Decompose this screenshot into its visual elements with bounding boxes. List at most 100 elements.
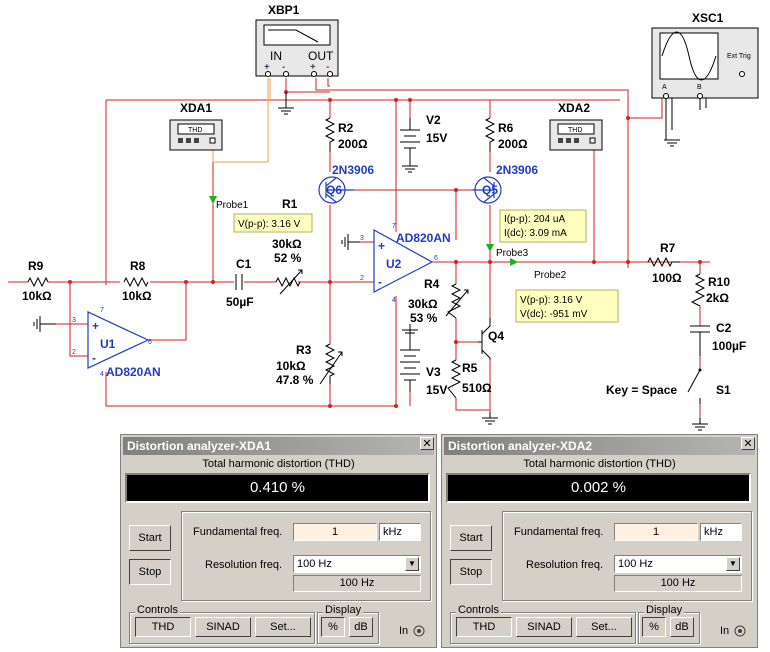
xbp1-bode-plotter[interactable]: XBP1 IN OUT + - + - bbox=[255, 3, 339, 77]
svg-text:50µF: 50µF bbox=[226, 295, 254, 309]
resistor-r5[interactable]: R5 510Ω bbox=[447, 359, 492, 399]
svg-text:2kΩ: 2kΩ bbox=[706, 291, 729, 305]
svg-text:3: 3 bbox=[72, 317, 76, 324]
probe3[interactable]: Probe3 I(p-p): 204 uA I(dc): 3.09 mA bbox=[486, 209, 587, 259]
fundamental-freq-input[interactable]: 1 bbox=[614, 523, 698, 541]
svg-text:15V: 15V bbox=[426, 383, 447, 397]
probe2[interactable]: Probe2 V(p-p): 3.16 V V(dc): -951 mV bbox=[510, 258, 619, 323]
percent-button[interactable]: % bbox=[642, 617, 666, 637]
resistor-r2[interactable]: R2 200Ω bbox=[324, 117, 368, 152]
svg-text:6: 6 bbox=[148, 339, 152, 346]
resistor-r9[interactable]: R9 10kΩ bbox=[22, 259, 52, 303]
svg-text:510Ω: 510Ω bbox=[462, 381, 492, 395]
ground-symbol bbox=[341, 234, 360, 250]
display-label: Display bbox=[323, 604, 364, 616]
resolution-freq-label: Resolution freq. bbox=[526, 559, 604, 571]
svg-text:4: 4 bbox=[392, 297, 396, 304]
stop-button[interactable]: Stop bbox=[129, 559, 171, 585]
resolution-freq-select[interactable]: 100 Hz ▼ bbox=[293, 555, 421, 573]
svg-text:53 %: 53 % bbox=[410, 311, 438, 325]
input-terminal-icon[interactable] bbox=[734, 625, 746, 637]
capacitor-c2[interactable]: C2 100µF bbox=[690, 321, 746, 356]
transistor-q4[interactable]: Q4 bbox=[478, 318, 504, 360]
fundamental-unit-select[interactable]: kHz bbox=[379, 523, 421, 541]
battery-v2[interactable]: V2 15V bbox=[400, 113, 447, 173]
svg-text:R10: R10 bbox=[708, 275, 730, 289]
transistor-q6[interactable]: 2N3906 Q6 bbox=[318, 163, 374, 204]
wires bbox=[8, 78, 710, 418]
start-button[interactable]: Start bbox=[129, 525, 171, 551]
svg-text:2: 2 bbox=[360, 275, 364, 282]
ground-symbol bbox=[402, 324, 418, 334]
thd-button[interactable]: THD bbox=[135, 617, 191, 637]
set-button[interactable]: Set... bbox=[255, 617, 311, 637]
svg-text:-: - bbox=[378, 275, 382, 289]
transistor-q5[interactable]: 2N3906 Q5 bbox=[472, 163, 538, 204]
probe1[interactable]: Probe1 V(p-p): 3.16 V bbox=[209, 196, 313, 233]
battery-v3[interactable]: V3 15V bbox=[400, 330, 447, 397]
xda1-instrument[interactable]: XDA1 THD bbox=[169, 101, 223, 151]
fundamental-freq-input[interactable]: 1 bbox=[293, 523, 377, 541]
db-button[interactable]: dB bbox=[349, 617, 373, 637]
svg-text:100µF: 100µF bbox=[712, 339, 746, 353]
svg-text:7: 7 bbox=[100, 307, 104, 314]
potentiometer-r4[interactable]: R4 30kΩ 53 % bbox=[408, 277, 469, 325]
svg-text:52 %: 52 % bbox=[274, 251, 302, 265]
thd-caption: Total harmonic distortion (THD) bbox=[202, 458, 355, 470]
svg-text:100Ω: 100Ω bbox=[652, 271, 682, 285]
chevron-down-icon[interactable]: ▼ bbox=[405, 557, 419, 571]
opamp-u1[interactable]: + - U1 3 2 6 7 4 AD820AN bbox=[72, 307, 161, 379]
svg-text:47.8 %: 47.8 % bbox=[276, 373, 314, 387]
sinad-button[interactable]: SINAD bbox=[195, 617, 251, 637]
close-button[interactable]: ✕ bbox=[741, 437, 755, 450]
resolution-freq-label: Resolution freq. bbox=[205, 559, 283, 571]
svg-text:V(dc): -951 mV: V(dc): -951 mV bbox=[520, 309, 588, 320]
percent-button[interactable]: % bbox=[321, 617, 345, 637]
svg-text:200Ω: 200Ω bbox=[338, 137, 368, 151]
xsc1-oscilloscope[interactable]: XSC1 Ext Trig A B bbox=[651, 11, 759, 99]
resistor-r8[interactable]: R8 10kΩ bbox=[122, 259, 152, 303]
capacitor-c1[interactable]: C1 50µF bbox=[226, 257, 254, 309]
fundamental-freq-label: Fundamental freq. bbox=[514, 526, 604, 538]
thd-button[interactable]: THD bbox=[456, 617, 512, 637]
svg-text:XDA2: XDA2 bbox=[558, 101, 590, 115]
settings-group bbox=[502, 511, 752, 601]
fundamental-unit-select[interactable]: kHz bbox=[700, 523, 742, 541]
resistor-r7[interactable]: R7 100Ω bbox=[647, 241, 682, 285]
svg-text:-: - bbox=[282, 62, 285, 73]
svg-text:Q4: Q4 bbox=[488, 329, 504, 343]
svg-text:2: 2 bbox=[72, 349, 76, 356]
start-button[interactable]: Start bbox=[450, 525, 492, 551]
svg-text:THD: THD bbox=[188, 127, 202, 134]
svg-text:+: + bbox=[92, 319, 99, 333]
svg-text:V3: V3 bbox=[426, 365, 441, 379]
controls-group bbox=[129, 612, 315, 644]
set-button[interactable]: Set... bbox=[576, 617, 632, 637]
db-button[interactable]: dB bbox=[670, 617, 694, 637]
resistor-r6[interactable]: R6 200Ω bbox=[484, 117, 528, 152]
thd-caption: Total harmonic distortion (THD) bbox=[523, 458, 676, 470]
xsc1-label: XSC1 bbox=[692, 11, 724, 25]
input-terminal-icon[interactable] bbox=[413, 625, 425, 637]
xda2-instrument[interactable]: XDA2 THD bbox=[549, 101, 603, 151]
potentiometer-r1[interactable]: R1 30kΩ 52 % bbox=[272, 197, 303, 295]
svg-text:A: A bbox=[662, 84, 667, 91]
chevron-down-icon[interactable]: ▼ bbox=[726, 557, 740, 571]
close-button[interactable]: ✕ bbox=[420, 437, 434, 450]
xbp1-out-label: OUT bbox=[308, 49, 334, 63]
svg-text:R7: R7 bbox=[660, 241, 676, 255]
opamp-u2[interactable]: + - U2 3 2 6 7 4 AD820AN bbox=[360, 223, 451, 304]
resistor-r10[interactable]: R10 2kΩ bbox=[690, 273, 730, 307]
potentiometer-r3[interactable]: R3 10kΩ 47.8 % bbox=[276, 343, 343, 387]
svg-text:6: 6 bbox=[434, 255, 438, 262]
stop-button[interactable]: Stop bbox=[450, 559, 492, 585]
settings-group bbox=[181, 511, 431, 601]
fundamental-freq-label: Fundamental freq. bbox=[193, 526, 283, 538]
sinad-button[interactable]: SINAD bbox=[516, 617, 572, 637]
svg-text:R1: R1 bbox=[282, 197, 298, 211]
svg-text:7: 7 bbox=[392, 223, 396, 230]
resolution-freq-select[interactable]: 100 Hz ▼ bbox=[614, 555, 742, 573]
switch-s1[interactable]: S1 Key = Space bbox=[606, 368, 731, 405]
svg-text:R8: R8 bbox=[130, 259, 146, 273]
svg-text:R6: R6 bbox=[498, 121, 514, 135]
